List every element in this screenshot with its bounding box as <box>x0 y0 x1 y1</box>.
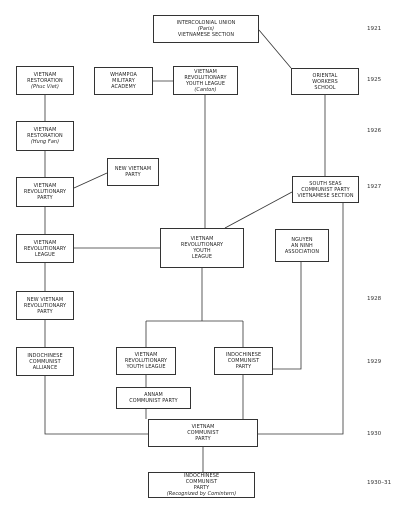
node-label-line: ALLIANCE <box>32 364 58 371</box>
node-vn-revolutionary-party: VIETNAM REVOLUTIONARY PARTY <box>16 177 74 207</box>
node-label-line: ACADEMY <box>111 84 136 90</box>
node-label-line: COMMUNIST <box>187 430 219 436</box>
node-label-line: WORKERS <box>312 78 338 85</box>
year-label-1921: 1921 <box>367 26 382 32</box>
node-label-line: VIETNAM <box>33 127 57 133</box>
node-indochinese-comm-party-1929: INDOCHINESE COMMUNIST PARTY <box>214 347 273 375</box>
node-label-line: (Hung Fan) <box>30 139 60 145</box>
node-label-line: VIETNAM <box>194 68 217 75</box>
node-label-line: RESTORATION <box>27 77 63 84</box>
node-label-line: (Recognized by Comintern) <box>166 491 237 497</box>
node-vn-revolutionary-league: VIETNAM REVOLUTIONARY LEAGUE <box>16 234 74 263</box>
node-label-line: REVOLUTIONARY <box>180 242 224 248</box>
node-label-line: REVOLUTIONARY <box>124 358 168 364</box>
node-label-line: (Phuc Viet) <box>31 83 59 90</box>
link-new-vn-party-to-rev-party <box>73 172 108 189</box>
node-label-line: PARTY <box>235 364 252 370</box>
link-nguyen-to-icp-1929 <box>273 262 302 370</box>
node-vn-rev-youth-canton: VIETNAM REVOLUTIONARY YOUTH LEAGUE (Cant… <box>173 66 238 95</box>
node-label-line: RESTORATION <box>27 133 63 139</box>
node-label-line: ANNAM <box>144 392 163 398</box>
node-label-line: REVOLUTIONARY <box>23 302 67 309</box>
node-nguyen-an-ninh: NGUYEN AN NINH ASSOCIATION <box>275 229 329 262</box>
node-label-line: COMMUNIST <box>29 358 61 365</box>
node-label-line: ASSOCIATION <box>284 248 320 255</box>
year-label-1927: 1927 <box>367 184 382 190</box>
node-label-line: (Canton) <box>194 86 217 93</box>
year-label-1930-31: 1930–31 <box>367 480 392 486</box>
year-label-1930: 1930 <box>367 431 382 437</box>
node-label-line: ORIENTAL <box>312 72 338 79</box>
link-intercolonial-to-oriental <box>258 29 292 69</box>
node-label-line: VIETNAM <box>33 71 57 78</box>
node-indochinese-comm-party-final: INDOCHINESE COMMUNIST PARTY (Recognized … <box>148 472 255 498</box>
node-label-line: INTERCOLONIAL UNION <box>176 20 236 26</box>
node-label-line: COMMUNIST PARTY <box>301 186 350 193</box>
node-label-line: LEAGUE <box>34 251 56 258</box>
node-label-line: PARTY <box>37 308 53 315</box>
node-label-line: INDOCHINESE <box>225 352 262 358</box>
node-new-vietnam-party: NEW VIETNAM PARTY <box>107 158 159 186</box>
node-vn-rev-youth-league-1929: VIETNAM REVOLUTIONARY YOUTH LEAGUE <box>116 347 176 375</box>
node-annam-comm-party: ANNAM COMMUNIST PARTY <box>116 387 191 409</box>
node-label-line: VIETNAM <box>33 239 57 246</box>
year-label-1925: 1925 <box>367 77 382 83</box>
node-label-line: YOUTH LEAGUE <box>185 80 226 87</box>
node-label-line: VIETNAMESE SECTION <box>297 192 354 199</box>
node-label-line: PARTY <box>195 436 211 442</box>
year-label-1926: 1926 <box>367 128 382 134</box>
node-label-line: INDOCHINESE <box>27 352 63 359</box>
node-vn-restoration-phuc-viet: VIETNAM RESTORATION (Phuc Viet) <box>16 66 74 95</box>
node-label-line: VIETNAMESE SECTION <box>177 32 235 38</box>
node-label-line: PARTY <box>37 195 53 201</box>
node-label-line: REVOLUTIONARY <box>184 74 227 81</box>
node-label-line: INDOCHINESE <box>183 473 220 479</box>
node-label-line: NEW VIETNAM <box>26 296 64 303</box>
node-label-line: COMMUNIST <box>185 479 218 485</box>
node-label-line: SOUTH SEAS <box>309 180 342 187</box>
link-alliance-to-vn-comm-party <box>44 376 148 435</box>
node-label-line: PARTY <box>193 485 210 491</box>
node-label-line: VIETNAM <box>190 236 214 242</box>
node-oriental-workers-school: ORIENTAL WORKERS SCHOOL <box>291 68 359 95</box>
node-label-line: COMMUNIST <box>227 358 260 364</box>
node-label-line: MILITARY <box>112 78 135 84</box>
node-label-line: COMMUNIST PARTY <box>129 398 178 404</box>
node-new-vn-rev-party: NEW VIETNAM REVOLUTIONARY PARTY <box>16 291 74 320</box>
node-intercolonial-union: INTERCOLONIAL UNION (Paris) VIETNAMESE S… <box>153 15 259 43</box>
node-label-line: REVOLUTIONARY <box>23 189 67 195</box>
node-indochinese-comm-alliance: INDOCHINESE COMMUNIST ALLIANCE <box>16 347 74 376</box>
node-label-line: REVOLUTIONARY <box>23 245 67 252</box>
node-label-line: SCHOOL <box>314 84 336 91</box>
node-label-line: (Paris) <box>197 26 215 32</box>
node-label-line: YOUTH LEAGUE <box>126 364 166 370</box>
link-south-seas-to-mid-youth <box>224 191 293 229</box>
node-label-line: VIETNAM <box>191 424 215 430</box>
year-label-1928: 1928 <box>367 296 382 302</box>
node-south-seas-communist: SOUTH SEAS COMMUNIST PARTY VIETNAMESE SE… <box>292 176 359 203</box>
node-label-line: LEAGUE <box>191 254 213 260</box>
node-label-line: NGUYEN <box>291 236 313 243</box>
link-south-seas-to-vn-comm-party <box>258 203 344 435</box>
node-label-line: WHAMPOA <box>110 72 137 78</box>
node-label-line: AN NINH <box>291 242 313 249</box>
node-label-line: NEW VIETNAM <box>114 166 152 172</box>
node-vn-rev-youth-league: VIETNAM REVOLUTIONARY YOUTH LEAGUE <box>160 228 244 268</box>
node-vietnam-comm-party: VIETNAM COMMUNIST PARTY <box>148 419 258 447</box>
node-label-line: PARTY <box>125 172 141 178</box>
node-vn-restoration-hung-fan: VIETNAM RESTORATION (Hung Fan) <box>16 121 74 151</box>
node-label-line: YOUTH <box>193 248 211 254</box>
year-label-1929: 1929 <box>367 359 382 365</box>
node-whampoa-academy: WHAMPOA MILITARY ACADEMY <box>94 67 153 95</box>
node-label-line: VIETNAM <box>134 352 158 358</box>
node-label-line: VIETNAM <box>33 183 57 189</box>
